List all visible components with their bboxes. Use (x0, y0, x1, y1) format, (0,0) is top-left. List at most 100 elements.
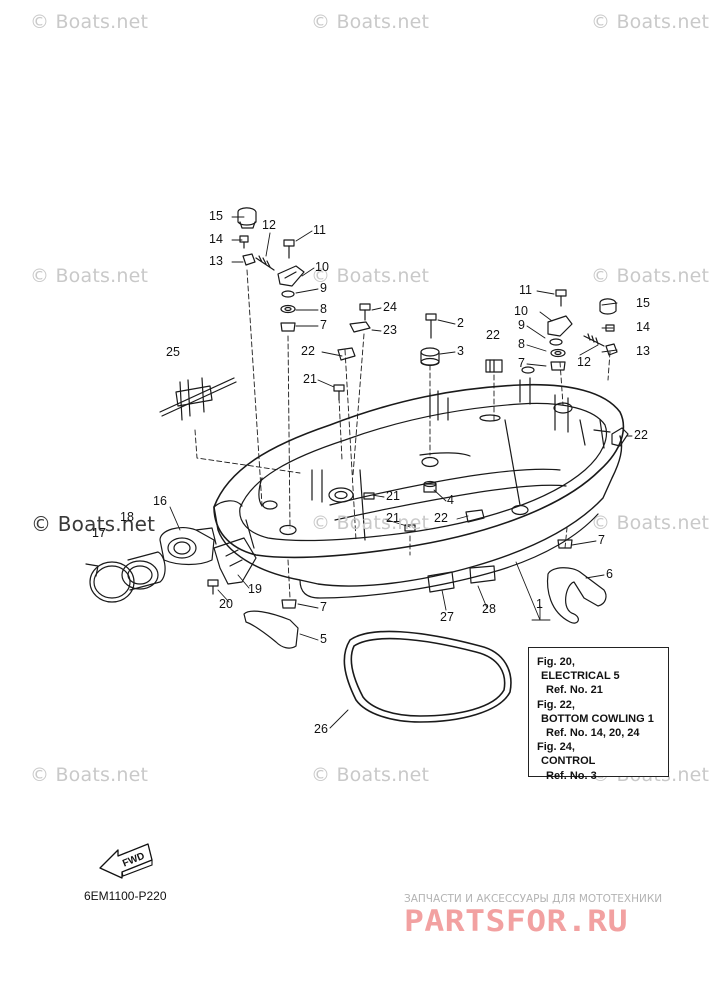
callout-5: 5 (320, 632, 327, 646)
watermark: © Boats.net (30, 265, 149, 287)
callout-12: 12 (262, 218, 276, 232)
forward-arrow-icon: FWD (99, 843, 153, 879)
reference-box: Fig. 20, ELECTRICAL 5 Ref. No. 21 Fig. 2… (528, 647, 669, 782)
part-11-bolt-left (283, 239, 295, 259)
part-6-handle (546, 567, 607, 624)
bottom-cowling-part-1 (213, 366, 625, 599)
part-23-block (349, 321, 371, 333)
shop-tagline: ЗАПЧАСТИ И АКСЕССУАРЫ ДЛЯ МОТОТЕХНИКИ (404, 893, 663, 905)
callout-13: 13 (209, 254, 223, 268)
callout-21: 21 (386, 511, 400, 525)
part-21-screw-b (363, 492, 375, 500)
callout-15: 15 (209, 209, 223, 223)
diagram-code: 6EM1100-P220 (84, 889, 167, 903)
callout-10: 10 (514, 304, 528, 318)
callout-21: 21 (386, 489, 400, 503)
callout-17: 17 (92, 526, 106, 540)
watermark: © Boats.net (591, 512, 710, 534)
part-19-plate (213, 537, 257, 585)
callout-9: 9 (518, 318, 525, 332)
part-21-screw-a (333, 384, 345, 401)
callout-22: 22 (301, 344, 315, 358)
callout-25: 25 (166, 345, 180, 359)
ref-line: Fig. 22, (537, 698, 575, 711)
watermark: © Boats.net (30, 764, 149, 786)
callout-4: 4 (447, 493, 454, 507)
ref-line: Ref. No. 3 (546, 769, 597, 782)
part-21-screw-c (404, 524, 416, 532)
part-10-lever-right (547, 315, 573, 337)
part-22-block-d (465, 509, 485, 523)
part-7-collar-left (280, 322, 296, 332)
part-22-block-a (337, 347, 356, 361)
part-11-bolt-right (555, 289, 567, 307)
part-22-block-c (611, 427, 629, 447)
callout-1: 1 (536, 597, 543, 611)
callout-7: 7 (320, 318, 327, 332)
callout-6: 6 (606, 567, 613, 581)
ref-line: Ref. No. 21 (546, 684, 603, 697)
part-7-collar-c (557, 539, 573, 549)
ref-line: Fig. 24, (537, 741, 575, 754)
part-4-grommet (423, 480, 437, 493)
ref-line: BOTTOM COWLING 1 (541, 712, 654, 725)
watermark-dark: © Boats.net (31, 512, 156, 536)
watermark: © Boats.net (311, 764, 430, 786)
part-26-seal (343, 630, 512, 723)
part-14-screw-right (605, 324, 615, 332)
callout-12: 12 (577, 355, 591, 369)
part-22-block-b (485, 359, 503, 373)
part-16-connector (159, 527, 217, 566)
callout-11: 11 (313, 223, 326, 237)
watermark: © Boats.net (30, 11, 149, 33)
callout-7: 7 (320, 600, 327, 614)
callout-24: 24 (383, 300, 397, 314)
part-9-washer-left (281, 290, 295, 298)
callout-7: 7 (598, 533, 605, 547)
callout-3: 3 (457, 344, 464, 358)
watermark: © Boats.net (591, 265, 710, 287)
callout-8: 8 (518, 337, 525, 351)
part-15-grommet-left (237, 207, 257, 229)
part-13-clip-right (605, 343, 618, 356)
part-28-label (469, 565, 496, 584)
part-8-washer-left (280, 304, 296, 314)
callout-27: 27 (440, 610, 454, 624)
callout-9: 9 (320, 281, 327, 295)
part-3-grommet (420, 347, 440, 367)
callout-18: 18 (120, 510, 134, 524)
callout-15: 15 (636, 296, 650, 310)
part-18-grommet (121, 551, 166, 591)
part-2-bolt (425, 313, 437, 339)
callout-16: 16 (153, 494, 167, 508)
callout-2: 2 (457, 316, 464, 330)
part-8-washer-right (550, 348, 566, 358)
part-13-clip-left (242, 253, 256, 266)
part-14-screw-left (239, 235, 249, 249)
part-5-handle (243, 610, 299, 649)
part-24-screw (359, 303, 371, 321)
watermark: © Boats.net (311, 11, 430, 33)
callout-10: 10 (315, 260, 329, 274)
callout-14: 14 (636, 320, 650, 334)
callout-26: 26 (314, 722, 328, 736)
watermark: © Boats.net (311, 512, 430, 534)
watermark: © Boats.net (311, 265, 430, 287)
part-7-collar-d (281, 599, 297, 609)
watermark: © Boats.net (591, 11, 710, 33)
callout-20: 20 (219, 597, 233, 611)
part-12-spring-right (583, 333, 605, 347)
part-9-washer-right (549, 338, 563, 346)
callout-21: 21 (303, 372, 317, 386)
callout-7: 7 (518, 356, 525, 370)
callout-14: 14 (209, 232, 223, 246)
part-20-screw (207, 579, 219, 595)
ref-line: Fig. 20, (537, 656, 575, 668)
callout-22: 22 (634, 428, 648, 442)
part-25-cable-tie (159, 377, 237, 421)
callout-leaders (169, 216, 633, 729)
callout-19: 19 (248, 582, 262, 596)
part-17-hose-clamp (85, 561, 135, 603)
part-7-collar-right (550, 361, 566, 371)
